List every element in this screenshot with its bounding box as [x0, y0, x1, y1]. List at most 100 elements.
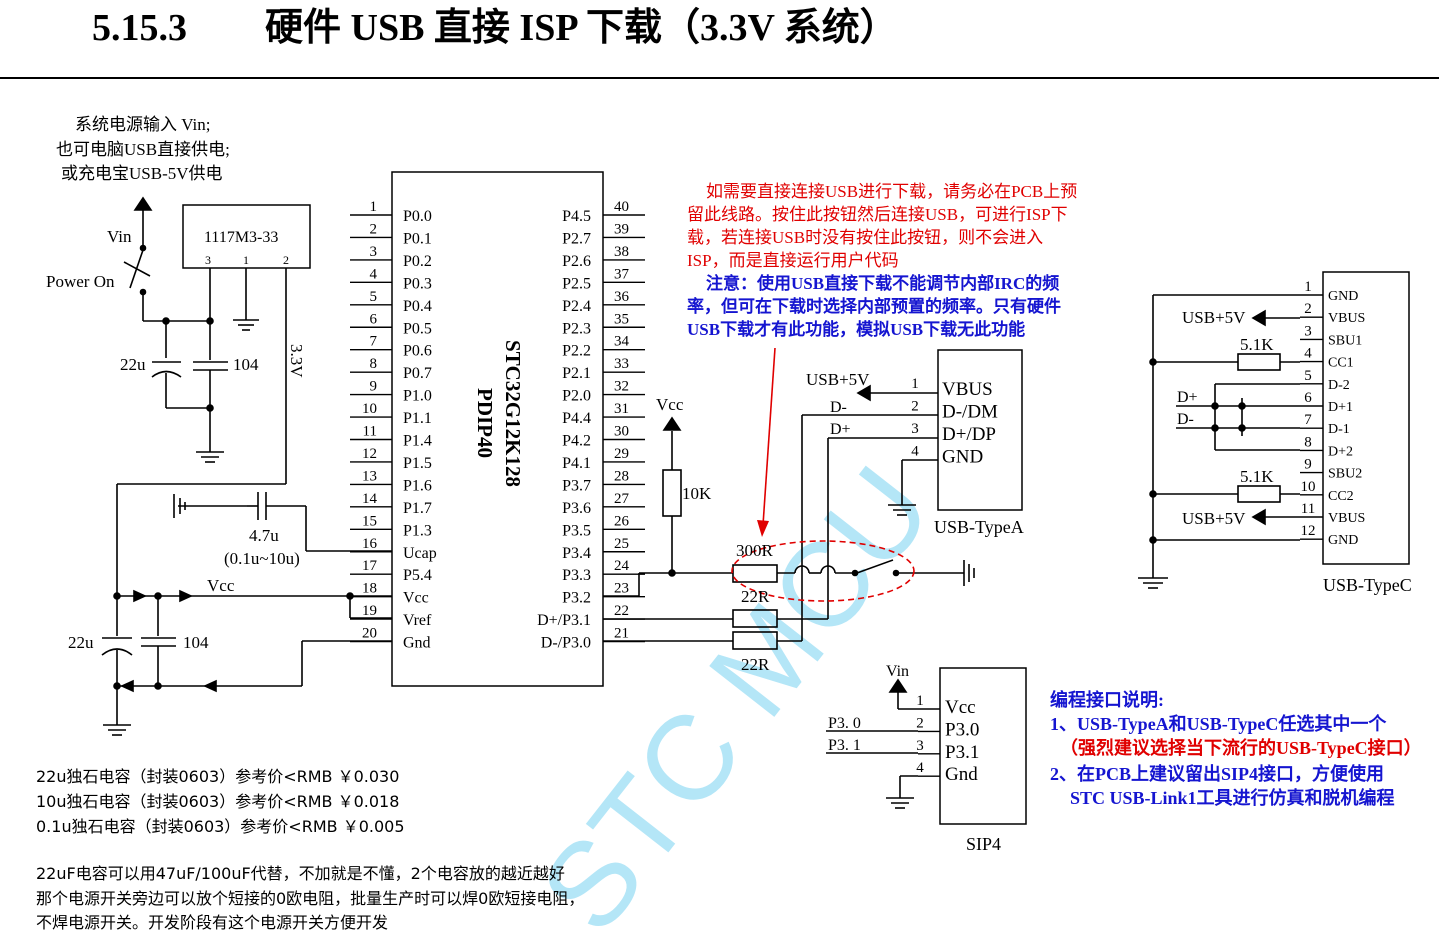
- usb-typec-pin-number: 9: [1304, 457, 1312, 473]
- usb-wiring-labels: Vcc 10K 300R 22R 22R USB+5V D- D+: [656, 370, 870, 674]
- regulator-pin: 2: [283, 253, 289, 267]
- regulator-pin: 3: [205, 253, 211, 267]
- red-note-line: 留此线路。按住此按钮然后连接USB，可进行ISP下: [687, 205, 1068, 224]
- usb-typec-pins: 1GND2VBUS3SBU14CC15D-26D+17D-18D+29SBU21…: [1300, 279, 1365, 548]
- red-note-line: 如需要直接连接USB进行下载，请务必在PCB上预: [706, 182, 1077, 201]
- mcu-chip: [391, 171, 604, 687]
- mcu-pin-name: P1.7: [403, 500, 432, 517]
- dplus-label-c: D+: [1177, 389, 1198, 406]
- usb-download-circle: [731, 540, 915, 602]
- mcu-pin-number: 20: [362, 626, 377, 642]
- usb-typec-pin-name: SBU2: [1328, 467, 1362, 482]
- note-pointer-arrowhead: [757, 520, 769, 537]
- mcu-pin-name: P2.0: [562, 388, 591, 405]
- power-labels: Vin Power On 1117M3-33 3 1 2 22u 104 3.3…: [46, 227, 306, 652]
- bottom-notes: 22uF电容可以用47uF/100uF代替，不加就是不懂，2个电容放的越近越好 …: [36, 864, 584, 932]
- mcu-pin-name: P5.4: [403, 567, 432, 584]
- mcu-pin-number: 40: [614, 199, 629, 215]
- blue-note-line: USB下载才有此功能，模拟USB下载无此功能: [687, 319, 1025, 339]
- mcu-pin-name: P0.7: [403, 365, 432, 382]
- sip4-pin-number: 1: [916, 693, 924, 709]
- mcu-pin-name: P2.5: [562, 275, 591, 292]
- sip4-pin-number: 4: [916, 760, 924, 776]
- mcu-pin-number: 3: [370, 244, 378, 260]
- usb-typec-pin-name: GND: [1328, 289, 1358, 304]
- blue-note: 注意：使用USB直接下载不能调节内部IRC的频 率，但可在下载时选择内部预置的频…: [687, 273, 1061, 339]
- power-section-wires: [101, 196, 392, 736]
- usb-typea-pin-number: 2: [911, 399, 919, 415]
- cap-47u-range: (0.1u~10u): [224, 549, 300, 568]
- mcu-pin-name: D+/P3.1: [537, 612, 591, 629]
- usb-typec-wiring: [1138, 294, 1300, 589]
- sip4-pin-name: P3.0: [945, 719, 979, 740]
- mcu-pin-number: 39: [614, 221, 629, 237]
- usb-typec-pin-number: 12: [1301, 523, 1316, 539]
- mcu-package: PDIP40: [473, 388, 497, 458]
- price-note-line: 22u独石电容（封装0603）参考价<RMB ￥0.030: [36, 767, 399, 786]
- usb-typec-labels: USB+5V 5.1K D+ D- 5.1K USB+5V: [1177, 308, 1274, 528]
- mcu-pin-name: P3.6: [562, 500, 591, 517]
- prog-note-line2: 2、在PCB上建议留出SIP4接口，方便使用: [1050, 763, 1384, 784]
- mcu-pin-name: P0.4: [403, 298, 432, 315]
- mcu-pin-name: P2.4: [562, 298, 591, 315]
- usb-typec-pin-number: 4: [1304, 346, 1312, 362]
- usb-typec-pin-number: 6: [1304, 390, 1312, 406]
- mcu-pin-name: P0.6: [403, 343, 432, 360]
- mcu-pin-name: P4.4: [562, 410, 591, 427]
- mcu-pin-number: 9: [370, 379, 378, 395]
- power-on-label: Power On: [46, 272, 115, 291]
- mcu-pin-number: 15: [362, 513, 377, 529]
- mcu-pin-number: 11: [363, 424, 377, 440]
- usb-typec-pin-name: VBUS: [1328, 311, 1365, 326]
- mcu-pin-name: Ucap: [403, 545, 437, 562]
- prog-note-line1-red: （强烈建议选择当下流行的USB-TypeC接口）: [1060, 737, 1422, 758]
- dminus-label-c: D-: [1177, 411, 1194, 428]
- mcu-pin-name: P3.7: [562, 477, 591, 494]
- bottom-note-line: 22uF电容可以用47uF/100uF代替，不加就是不懂，2个电容放的越近越好: [36, 864, 565, 883]
- regulator-pin: 1: [243, 253, 249, 267]
- sip4-vin-label: Vin: [886, 663, 909, 680]
- mcu-pin-name: P4.2: [562, 433, 591, 450]
- mcu-pin-number: 19: [362, 603, 377, 619]
- r-300r-label: 300R: [736, 541, 774, 560]
- r-10k-label: 10K: [682, 484, 712, 503]
- mcu-pin-number: 23: [614, 581, 629, 597]
- mcu-pin-number: 4: [370, 266, 378, 282]
- usb5v-label-c2: USB+5V: [1182, 509, 1246, 528]
- usb-typea-pin-name: VBUS: [942, 379, 993, 400]
- usb-typec-pin-number: 3: [1304, 323, 1312, 339]
- mcu-pin-number: 28: [614, 468, 629, 484]
- mcu-pin-number: 31: [614, 401, 629, 417]
- page-title: 硬件 USB 直接 ISP 下载（3.3V 系统）: [265, 7, 898, 49]
- mcu-pin-number: 10: [362, 401, 377, 417]
- mcu-pin-name: Vcc: [403, 590, 429, 607]
- usb-typec-pin-name: D+2: [1328, 444, 1353, 459]
- prog-note-title: 编程接口说明:: [1050, 689, 1164, 710]
- mcu-pin-name: P1.3: [403, 522, 432, 539]
- mcu-pin-number: 17: [362, 558, 378, 574]
- mcu-pin-name: P3.2: [562, 590, 591, 607]
- cap-22u-label-2: 22u: [68, 633, 94, 652]
- mcu-pin-name: P2.6: [562, 253, 591, 270]
- mcu-pin-number: 29: [614, 446, 629, 462]
- mcu-pin-number: 35: [614, 311, 629, 327]
- sip4-connector: [939, 667, 1027, 825]
- mcu-pin-name: P1.1: [403, 410, 432, 427]
- usb-typec-pin-number: 1: [1304, 279, 1312, 295]
- dplus-label-a: D+: [830, 421, 851, 438]
- power-note: 系统电源输入 Vin; 也可电脑USB直接供电; 或充电宝USB-5V供电: [56, 115, 230, 183]
- mcu-pin-name: P4.1: [562, 455, 591, 472]
- cap-22u-label: 22u: [120, 355, 146, 374]
- sip4-pin-name: Gnd: [945, 764, 978, 785]
- mcu-pin-number: 12: [362, 446, 377, 462]
- usb-typea-pin-name: D+/DP: [942, 424, 996, 445]
- usb-typea-pin-name: GND: [942, 447, 983, 468]
- mcu-name: STC32G12K128: [501, 340, 525, 487]
- usb-typec-pin-number: 5: [1304, 368, 1312, 384]
- mcu-pin-name: P0.5: [403, 320, 432, 337]
- mcu-pin-name: P0.0: [403, 208, 432, 225]
- vcc-label-right: Vcc: [656, 395, 684, 414]
- sip4-pin-name: P3.1: [945, 742, 979, 763]
- note-pointer-arrow: [762, 347, 776, 526]
